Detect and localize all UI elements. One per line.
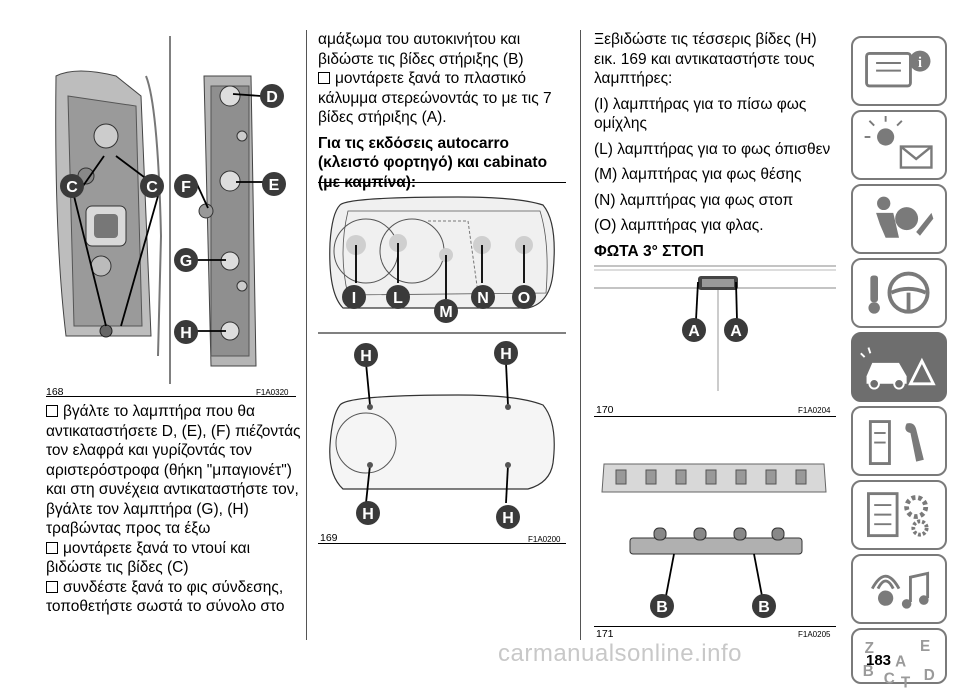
- tab-warning-lights[interactable]: [851, 110, 947, 180]
- svg-text:A: A: [895, 653, 906, 670]
- column-rule-2: [580, 30, 581, 640]
- section-heading-van: Για τις εκδόσεις autocarro (κλειστό φορτ…: [318, 134, 548, 191]
- label-f: F: [181, 179, 191, 196]
- svg-text:T: T: [901, 674, 911, 691]
- column-3: Ξεβιδώστε τις τέσσερις βίδες (H) εικ. 16…: [594, 30, 834, 267]
- third-stop-lamp-bulb-holder-illustration: B B: [601, 463, 827, 618]
- tab-airbag[interactable]: [851, 184, 947, 254]
- figure-171-number: 171: [596, 628, 614, 640]
- figure-170-number: 170: [596, 404, 614, 416]
- tab-multimedia[interactable]: [851, 554, 947, 624]
- label-g: G: [180, 253, 192, 270]
- label-h-tr: H: [500, 346, 512, 363]
- tab-maintenance[interactable]: [851, 406, 947, 476]
- label-h-bl: H: [362, 506, 374, 523]
- bulb-m-desc: (M) λαμπτήρας για φως θέσης: [594, 166, 802, 183]
- label-b-left: B: [656, 599, 668, 616]
- rear-lamp-diagram: I L M N O H H H H: [318, 196, 566, 529]
- airbag-icon: [876, 196, 934, 238]
- watermark: carmanualsonline.info: [498, 640, 742, 667]
- label-a-right: A: [730, 323, 742, 340]
- figure-171: B B: [594, 456, 836, 627]
- column-1: βγάλτε το λαμπτήρα που θα αντικαταστήσετ…: [46, 402, 302, 623]
- figure-170: A A: [594, 236, 836, 417]
- figure-169-code: F1A0200: [528, 535, 561, 544]
- bulb-i-desc: (I) λαμπτήρας για το πίσω φως ομίχλης: [594, 95, 807, 133]
- label-m: M: [439, 304, 452, 321]
- third-stop-lamp-roof-illustration: A A: [594, 265, 836, 391]
- figure-168: D C C F E G H: [46, 36, 296, 397]
- tab-technical-data[interactable]: [851, 480, 947, 550]
- label-c-left: C: [66, 179, 78, 196]
- figure-169: I L M N O H H H H: [318, 182, 566, 544]
- technical-data-icon: [867, 492, 929, 538]
- tab-info[interactable]: i: [851, 36, 947, 106]
- figure-168-code: F1A0320: [256, 388, 289, 397]
- svg-text:E: E: [920, 638, 930, 655]
- section-heading-third-stop: ΦΩΤΑ 3° ΣΤΟΠ: [594, 242, 704, 260]
- continuation-text: αμάξωμα του αυτοκινήτου και βιδώστε τις …: [318, 31, 524, 68]
- figure-169-number: 169: [320, 532, 338, 544]
- figure-168-number: 168: [46, 386, 64, 398]
- label-i: I: [352, 290, 356, 307]
- label-h-br: H: [502, 510, 514, 527]
- column-rule-1: [306, 30, 307, 640]
- unscrew-instruction: Ξεβιδώστε τις τέσσερις βίδες (H) εικ. 16…: [594, 31, 817, 87]
- label-a-left: A: [688, 323, 700, 340]
- multimedia-icon: [871, 571, 930, 609]
- tail-lamp-assembly-illustration: D C C F E G H: [55, 36, 286, 384]
- svg-text:C: C: [884, 671, 895, 688]
- svg-text:i: i: [918, 55, 922, 71]
- label-o: O: [518, 290, 530, 307]
- info-icon: i: [865, 50, 931, 88]
- page-number: 183: [866, 652, 892, 669]
- svg-text:B: B: [863, 663, 874, 680]
- label-c-right: C: [146, 179, 158, 196]
- svg-text:Z: Z: [865, 640, 874, 657]
- label-l: L: [393, 290, 403, 307]
- steering-wheel-key-icon: [868, 271, 930, 314]
- column-2: αμάξωμα του αυτοκινήτου και βιδώστε τις …: [318, 30, 570, 198]
- tab-in-emergency[interactable]: [851, 332, 947, 402]
- figure-170-code: F1A0204: [798, 406, 831, 415]
- step-refit-cover: μοντάρετε ξανά το πλαστικό κάλυμμα στερε…: [318, 69, 570, 128]
- warning-lights-icon: [864, 116, 933, 169]
- breakdown-icon: [860, 347, 936, 390]
- bulb-o-desc: (O) λαμπτήρας για φλας.: [594, 217, 764, 234]
- label-h: H: [180, 325, 192, 342]
- step-reconnect: συνδέστε ξανά το φις σύνδεσης, τοποθετήσ…: [46, 578, 302, 617]
- label-n: N: [477, 290, 489, 307]
- bulb-n-desc: (N) λαμπτήρας για φως στοπ: [594, 191, 794, 209]
- step-remove-bulb: βγάλτε το λαμπτήρα που θα αντικαταστήσετ…: [46, 403, 301, 537]
- label-b-right: B: [758, 599, 770, 616]
- label-h-tl: H: [360, 348, 372, 365]
- label-d: D: [266, 89, 278, 106]
- tab-starting-driving[interactable]: [851, 258, 947, 328]
- label-e: E: [269, 177, 280, 194]
- maintenance-icon: [868, 420, 924, 465]
- svg-text:D: D: [924, 667, 935, 684]
- bulb-l-desc: (L) λαμπτήρας για το φως όπισθεν: [594, 140, 831, 158]
- step-refit-holder: μοντάρετε ξανά το ντουί και βιδώστε τις …: [46, 539, 302, 578]
- figure-171-code: F1A0205: [798, 630, 831, 639]
